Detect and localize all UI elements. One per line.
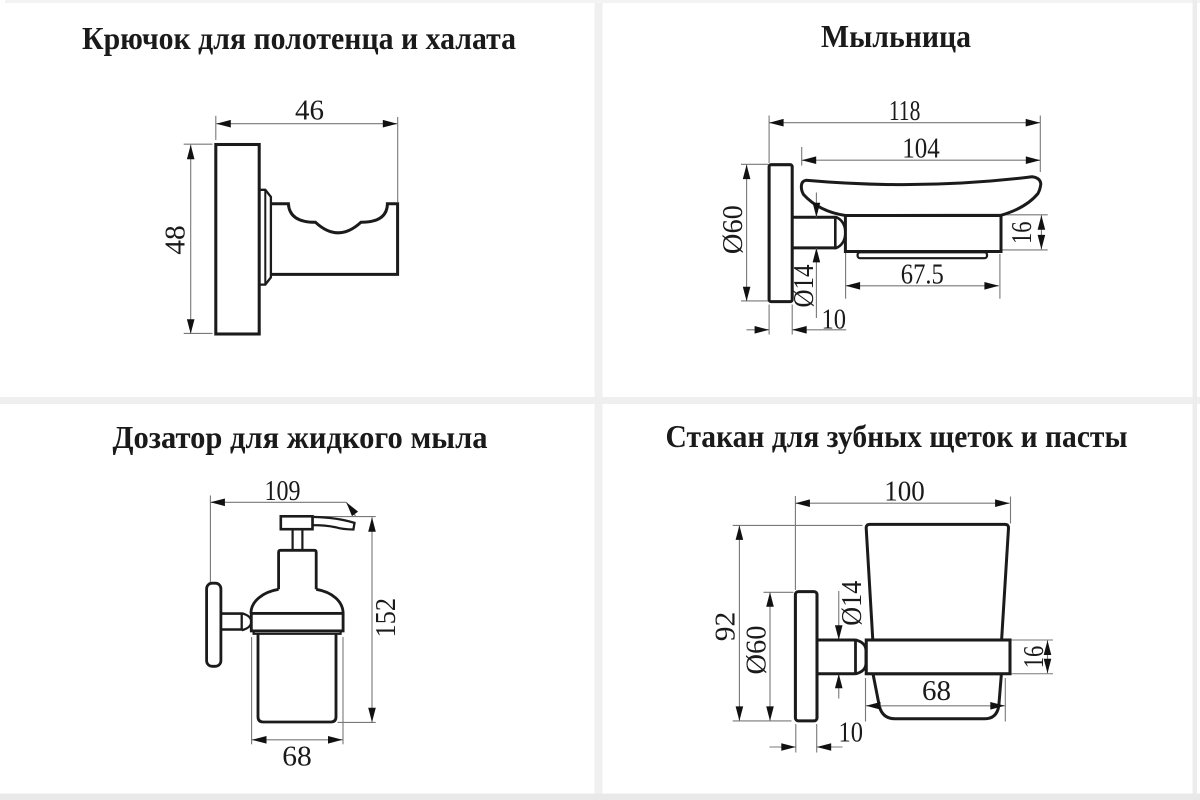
svg-text:92: 92: [711, 612, 742, 642]
svg-text:16: 16: [1019, 646, 1050, 669]
svg-text:68: 68: [922, 676, 951, 707]
svg-text:109: 109: [265, 476, 301, 507]
svg-text:Ø60: Ø60: [742, 626, 773, 675]
svg-text:10: 10: [821, 304, 846, 335]
svg-text:16: 16: [1007, 222, 1038, 245]
svg-text:Стакан для зубных щеток и паст: Стакан для зубных щеток и пасты: [666, 418, 1128, 454]
svg-text:68: 68: [282, 742, 312, 773]
svg-text:104: 104: [902, 133, 940, 164]
svg-text:Ø60: Ø60: [718, 205, 749, 254]
svg-text:Дозатор для жидкого мыла: Дозатор для жидкого мыла: [113, 419, 488, 455]
svg-text:100: 100: [884, 476, 925, 507]
svg-text:Ø14: Ø14: [789, 265, 820, 308]
svg-text:67.5: 67.5: [901, 260, 944, 291]
svg-text:118: 118: [889, 96, 921, 127]
svg-text:Ø14: Ø14: [837, 581, 868, 626]
svg-text:10: 10: [839, 717, 864, 748]
svg-text:Крючок для полотенца и халата: Крючок для полотенца и халата: [82, 20, 516, 56]
svg-text:Мыльница: Мыльница: [821, 18, 971, 54]
svg-text:48: 48: [161, 225, 192, 255]
svg-text:152: 152: [371, 598, 402, 638]
svg-text:46: 46: [295, 95, 324, 126]
